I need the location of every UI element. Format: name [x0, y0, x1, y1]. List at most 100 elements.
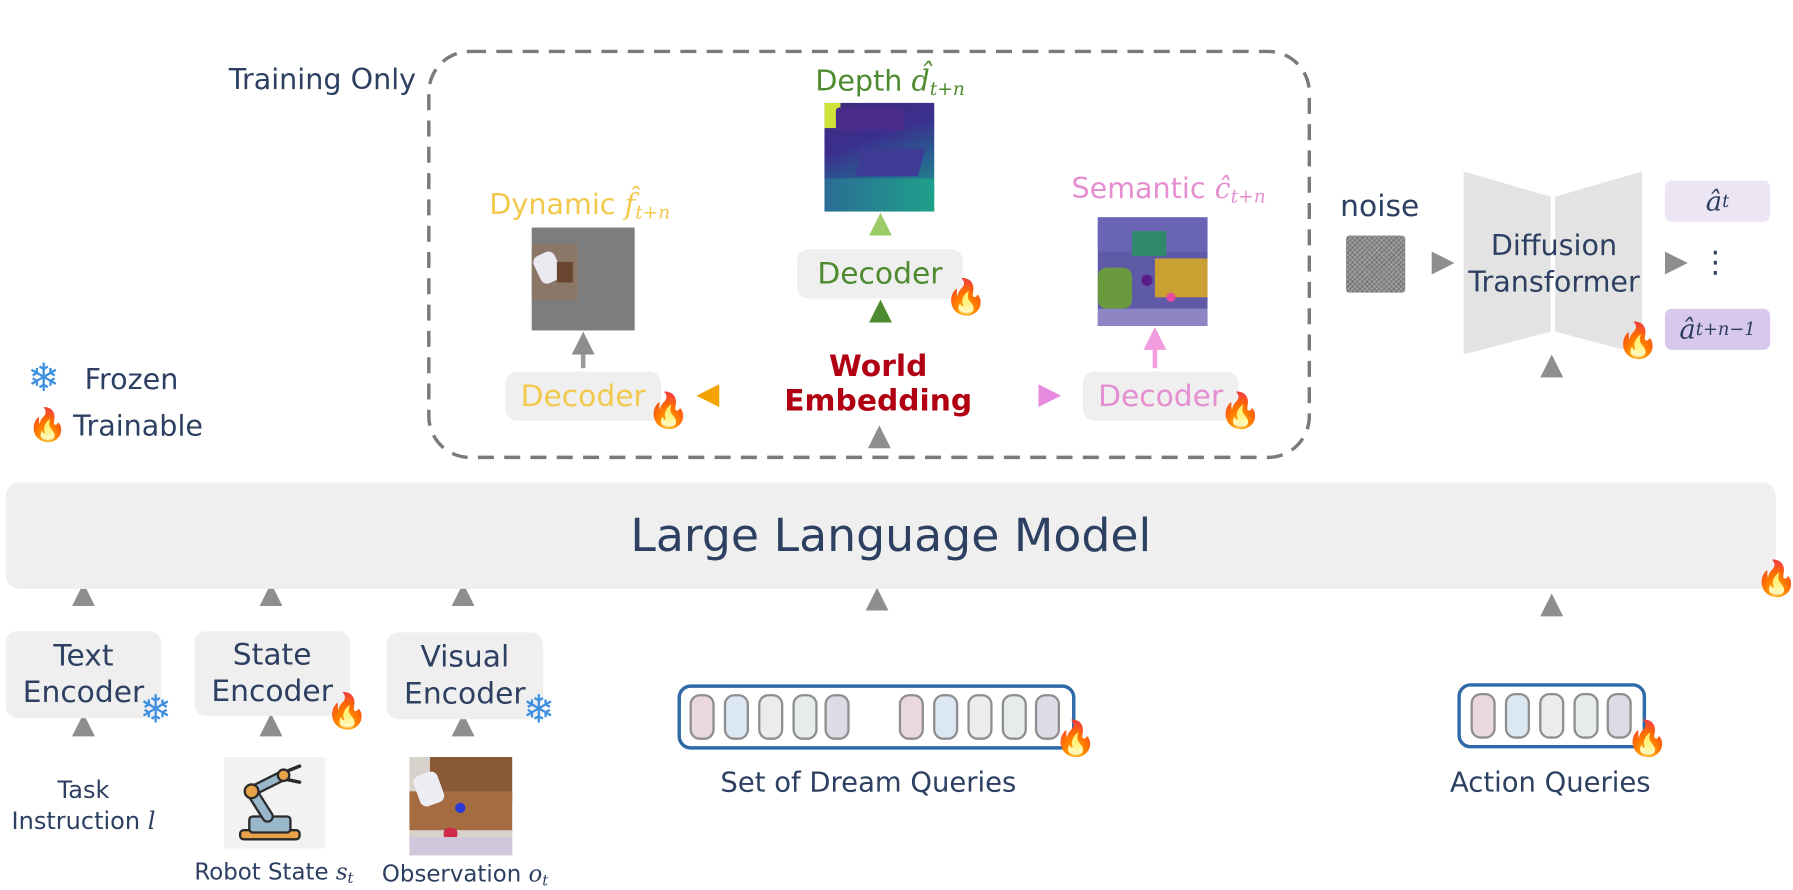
dream-query-token — [1034, 694, 1061, 740]
fire-icon: 🔥 — [1054, 719, 1098, 760]
robot-state-label: Robot State st — [194, 858, 353, 888]
dream-query-token — [824, 694, 850, 740]
semantic-output-label: Semantic ĉt+n — [1071, 172, 1265, 208]
depth-image — [824, 102, 935, 212]
action-queries-label: Action Queries — [1449, 766, 1651, 799]
noise-label: noise — [1340, 189, 1420, 225]
task-line-2: Instruction — [11, 807, 141, 835]
action-last-subscript: t+n−1 — [1695, 319, 1756, 340]
dynamic-subscript: t+n — [635, 201, 671, 224]
dream-query-token — [758, 694, 784, 740]
dream-query-tokens — [689, 694, 1061, 740]
observation-image — [409, 756, 513, 856]
dynamic-output-label: Dynamic f̂t+n — [489, 188, 670, 224]
action-query-token — [1470, 692, 1496, 739]
semantic-symbol: ĉ — [1214, 171, 1231, 205]
legend-trainable-label: Trainable — [73, 408, 203, 442]
dream-query-token — [1001, 694, 1027, 740]
snowflake-icon: ❄ — [27, 355, 61, 402]
legend-frozen-label: Frozen — [84, 361, 179, 396]
fire-icon: 🔥 — [944, 277, 988, 318]
semantic-subscript: t+n — [1230, 185, 1266, 208]
world-embedding-line-2: Embedding — [784, 384, 973, 419]
visual-encoder-line-1: Visual — [420, 640, 510, 675]
action-query-token — [1504, 692, 1531, 739]
dream-query-token — [898, 694, 924, 740]
depth-symbol: d̂ — [911, 64, 930, 98]
dynamic-decoder: Decoder — [505, 371, 661, 421]
text-encoder-line-2: Encoder — [22, 675, 145, 711]
observation-label: Observation ot — [382, 860, 548, 890]
robot-state-subscript: t — [347, 870, 354, 888]
action-first-symbol: â — [1705, 185, 1723, 218]
action-output-dots: ⋮ — [1700, 245, 1731, 281]
task-line-1: Task — [57, 776, 110, 804]
task-symbol: l — [147, 807, 156, 835]
semantic-image — [1097, 217, 1208, 326]
fire-icon: 🔥 — [325, 691, 369, 732]
dream-query-token — [792, 694, 818, 740]
fire-icon: 🔥 — [1755, 562, 1793, 597]
legend: ❄ Frozen 🔥 Trainable — [27, 357, 203, 451]
legend-frozen: ❄ Frozen — [27, 357, 203, 400]
semantic-label-text: Semantic — [1071, 171, 1206, 205]
robot-state-text: Robot State — [194, 857, 329, 886]
training-only-region — [427, 49, 1312, 460]
robot-state-symbol: s — [335, 857, 348, 886]
visual-encoder-line-2: Encoder — [404, 676, 526, 712]
fire-icon: 🔥 — [27, 405, 68, 444]
action-query-token — [1573, 692, 1599, 739]
dream-query-token — [933, 694, 959, 740]
action-query-token — [1606, 692, 1632, 739]
diffusion-transformer: Diffusion Transformer — [1455, 224, 1654, 304]
state-encoder-line-2: Encoder — [211, 674, 333, 709]
depth-subscript: t+n — [929, 77, 965, 100]
robot-arm-image — [224, 756, 325, 849]
dream-query-token — [967, 694, 993, 740]
noise-image — [1345, 235, 1406, 293]
depth-label-text: Depth — [815, 64, 903, 98]
observation-symbol: o — [528, 859, 543, 888]
observation-text: Observation — [381, 859, 522, 888]
fire-icon: 🔥 — [1218, 391, 1262, 432]
state-encoder-line-1: State — [232, 638, 312, 673]
legend-trainable: 🔥 Trainable — [27, 400, 203, 450]
world-embedding-line-1: World — [829, 349, 928, 385]
action-query-tokens — [1470, 692, 1632, 739]
action-query-token — [1539, 692, 1565, 739]
depth-output-label: Depth d̂t+n — [815, 64, 965, 100]
dynamic-symbol: f̂ — [624, 187, 636, 221]
world-embedding: World Embedding — [784, 349, 973, 420]
dream-query-token — [723, 694, 749, 740]
large-language-model: Large Language Model — [5, 482, 1776, 589]
dynamic-image — [531, 227, 635, 331]
dream-query-token — [689, 694, 715, 740]
fire-icon: 🔥 — [1626, 719, 1669, 760]
depth-decoder: Decoder — [797, 249, 963, 299]
action-queries-container — [1457, 683, 1647, 749]
training-only-label: Training Only — [228, 62, 417, 97]
diffusion-transformer-shape-left — [1463, 171, 1551, 355]
text-encoder-line-1: Text — [53, 639, 114, 674]
fire-icon: 🔥 — [1616, 321, 1660, 362]
robot-arm-icon — [238, 764, 302, 841]
action-first-subscript: t — [1722, 190, 1730, 212]
text-encoder: Text Encoder — [5, 631, 162, 719]
action-last-symbol: â — [1679, 313, 1696, 346]
observation-subscript: t — [542, 872, 549, 890]
fire-icon: 🔥 — [647, 391, 690, 432]
visual-encoder: Visual Encoder — [386, 632, 544, 720]
snowflake-icon: ❄ — [522, 687, 556, 733]
diffusion-line-2: Transformer — [1468, 265, 1640, 299]
dream-queries-label: Set of Dream Queries — [720, 766, 1017, 799]
diffusion-line-1: Diffusion — [1490, 228, 1618, 262]
diffusion-transformer-shape-right — [1555, 171, 1643, 355]
semantic-decoder: Decoder — [1082, 371, 1239, 421]
dynamic-label-text: Dynamic — [489, 187, 616, 221]
dream-queries-container — [677, 684, 1076, 750]
state-encoder: State Encoder — [194, 631, 350, 716]
